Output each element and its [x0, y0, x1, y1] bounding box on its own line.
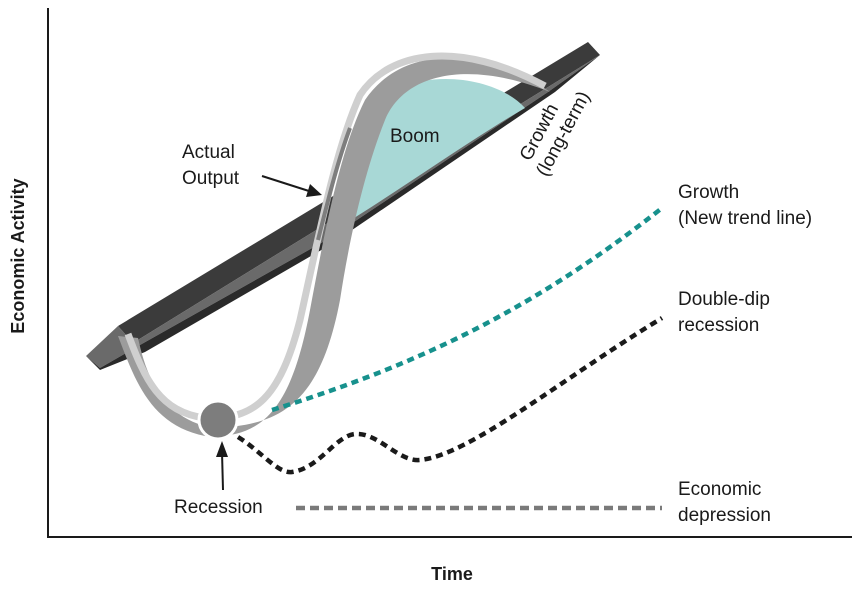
output-ribbon-shade — [316, 127, 352, 241]
growth-new-trend-label-line2: (New trend line) — [678, 208, 812, 229]
actual-output-label-line2: Output — [182, 168, 240, 189]
x-axis-title: Time — [431, 564, 473, 584]
recession-arrow — [221, 451, 224, 491]
economic-depression-label-line2: depression — [678, 505, 771, 526]
actual-output-arrowhead — [306, 184, 322, 197]
output-ribbon-highlight — [124, 52, 547, 422]
output-ribbon-band — [118, 57, 550, 437]
recession-marker — [197, 399, 239, 441]
recession-label: Recession — [174, 497, 263, 518]
growth-new-trend-label-line1: Growth — [678, 182, 739, 203]
economic-depression-label-line1: Economic — [678, 479, 761, 500]
actual-output-arrow — [261, 175, 313, 193]
actual-output-label-line1: Actual — [182, 142, 235, 163]
boom-label: Boom — [390, 126, 440, 147]
double-dip-recession-line — [236, 316, 664, 475]
growth-new-trend-line — [271, 206, 664, 413]
double-dip-label-line1: Double-dip — [678, 289, 770, 310]
actual-output-ribbon — [118, 52, 550, 437]
y-axis-title: Economic Activity — [8, 178, 28, 333]
double-dip-label-line2: recession — [678, 315, 759, 336]
recession-arrowhead — [216, 441, 228, 457]
